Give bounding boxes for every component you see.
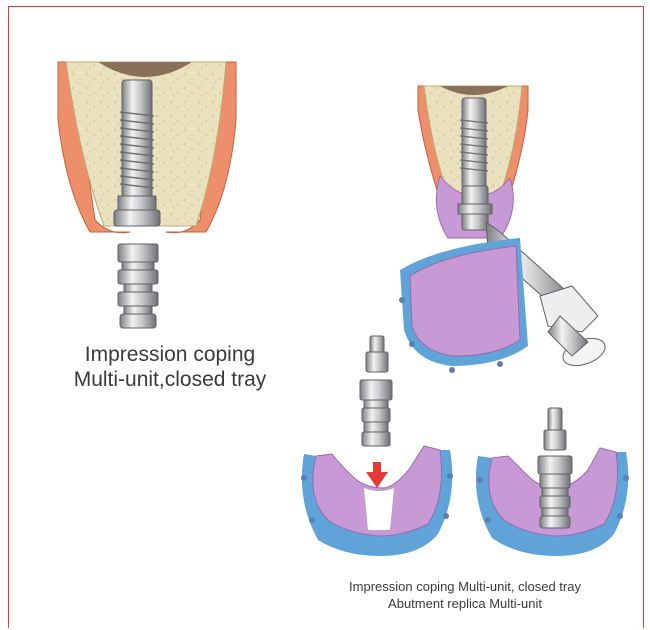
coping-2	[360, 336, 392, 446]
caption-left-line-2: Multi-unit,closed tray	[40, 367, 300, 392]
implant-2	[418, 86, 528, 238]
arrow-down-icon	[366, 462, 388, 488]
coping-1	[118, 244, 158, 328]
caption-bottom-right: Impression coping Multi-unit, closed tra…	[300, 578, 630, 612]
caption-left-line-1: Impression coping	[40, 342, 300, 367]
caption-bottom-right-line-1: Impression coping Multi-unit, closed tra…	[300, 578, 630, 595]
tray-1	[399, 238, 528, 373]
implant-1	[58, 62, 236, 233]
replica	[538, 408, 572, 528]
caption-left: Impression coping Multi-unit,closed tray	[40, 342, 300, 392]
caption-bottom-right-line-2: Abutment replica Multi-unit	[300, 595, 630, 612]
coping-cavity	[364, 488, 394, 530]
